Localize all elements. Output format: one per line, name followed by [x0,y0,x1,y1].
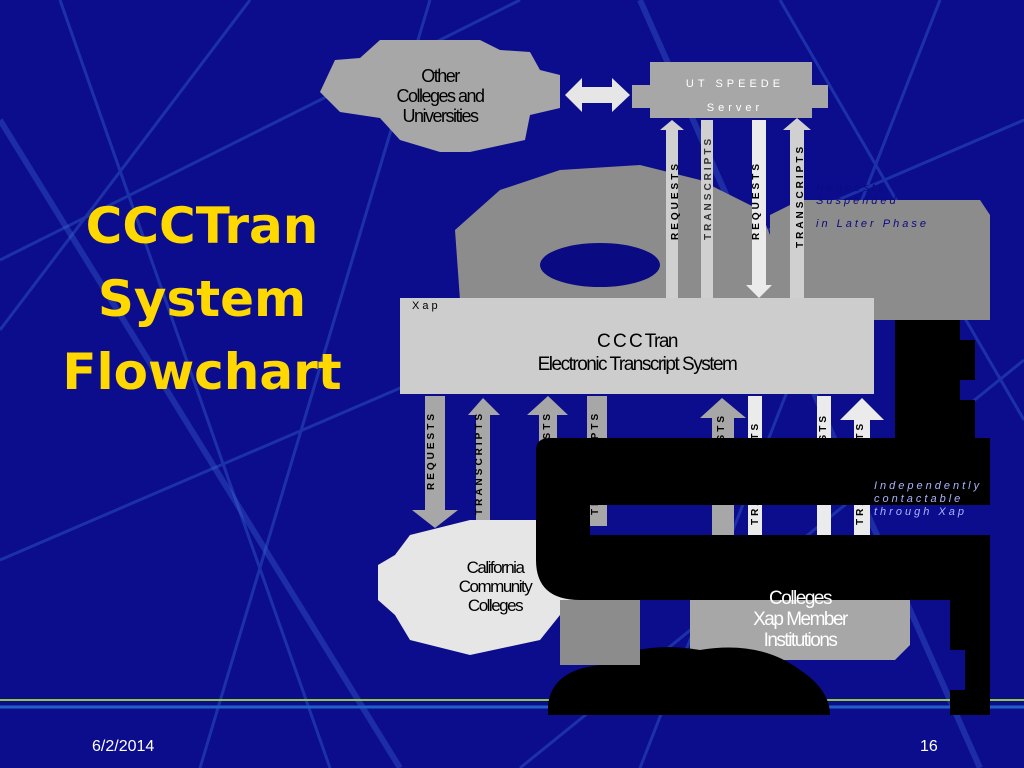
central-line-2: Electronic Transcript System [537,354,738,375]
other-colleges-line-3: Universities [402,106,479,126]
note-independent-line-2: contactable [874,493,964,505]
note-suspended-line-2: Suspended [816,195,899,207]
slide-title: CCCTran System Flowchart [22,190,382,409]
arrow-label-transcripts-3: TRANSCRIPTS [474,410,485,515]
xap-member-line-2: Xap Member [753,609,848,630]
center-cloud-shape [455,165,780,300]
server-line-2: Server [706,102,764,114]
california-line-2: Community [458,577,533,596]
slide-number: 16 [920,738,938,755]
xap-member-line-3: Institutions [763,630,838,651]
arrow-label-requests-2: REQUESTS [751,160,762,240]
right-gray-block [770,200,990,320]
arrow-label-requests-5: REQUESTS [716,412,727,492]
arrow-down-5 [412,396,458,528]
bidirectional-arrow [565,78,630,112]
note-independent-line-3: through Xap [874,506,967,518]
arrow-label-requests-4: REQUESTS [542,410,553,490]
note-independent-line-1: Independently [874,480,983,492]
arrow-down-3 [746,120,772,298]
title-line-3: Flowchart [62,343,342,401]
other-colleges-line-2: Colleges and [396,86,485,106]
central-system-label: C C C Tran Electronic Transcript System [400,330,874,376]
note-suspended-line-3: in Later Phase [816,218,929,230]
arrow-label-transcripts-5: TRANSCRIPTS [750,420,761,525]
bottom-gray-column [560,600,640,665]
california-label: California Community Colleges [420,558,570,615]
other-colleges-shape [320,40,560,152]
title-line-1: CCCTran [85,197,319,255]
arrow-shaft-2 [701,120,713,300]
note-suspended-line-1: Requests [816,182,887,194]
arrow-up-6 [468,398,500,525]
central-line-1: C C C Tran [596,331,679,352]
server-label: UT SPEEDE Server [640,72,830,120]
right-bottom-block [950,600,990,715]
server-shape [632,62,828,118]
arrow-up-4 [783,118,811,300]
arrow-label-transcripts-4: TRANSCRIPTS [590,410,601,515]
xap-member-shape [690,600,910,660]
title-line-2: System [97,270,307,328]
arrow-up-1 [660,120,684,300]
central-system-box [400,298,874,394]
xap-member-label: Colleges Xap Member Institutions [700,588,900,651]
california-line-1: California [466,558,525,577]
california-line-3: Colleges [467,596,524,615]
arrow-label-requests-6: REQUESTS [818,412,829,492]
black-overlay [536,438,990,600]
right-stepped-block [895,320,975,440]
arrow-label-requests-3: REQUESTS [426,410,437,490]
xap-member-line-1: Colleges [769,588,832,609]
other-colleges-label: Other Colleges and Universities [340,66,540,126]
arrow-label-transcripts-2: TRANSCRIPTS [795,143,806,248]
server-line-1: UT SPEEDE [685,78,785,90]
arrow-label-transcripts-1: TRANSCRIPTS [703,135,714,240]
slide-date: 6/2/2014 [92,738,155,755]
arrow-label-transcripts-6: TRANSCRIPTS [855,420,866,525]
arrow-label-requests-1: REQUESTS [670,160,681,240]
other-colleges-line-1: Other [421,66,460,86]
central-tag: Xap [412,300,441,312]
